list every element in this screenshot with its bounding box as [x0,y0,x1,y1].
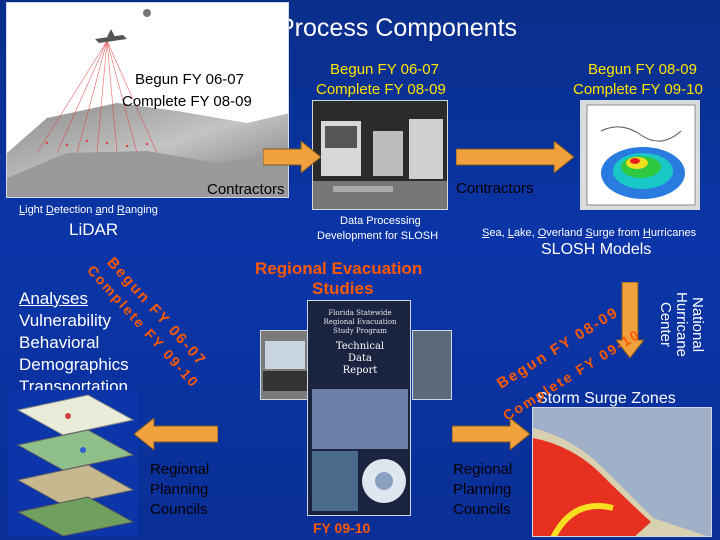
rpc-left-line3: Councils [150,501,208,518]
lidar-complete-label: Complete FY 08-09 [122,93,252,110]
report-line6: Report [342,365,378,376]
lidar-image [6,2,289,198]
slosh-complete-label: Complete FY 09-10 [573,81,703,98]
nhc-line2: Hurricane [673,292,690,358]
slosh-contractors-label: Contractors [456,180,534,197]
arrow-right-from-rpc [452,418,530,450]
analyses-item: Behavioral [19,333,100,352]
arrow-slosh-down [616,282,644,358]
slosh-image [580,100,700,210]
lidar-terrain-illustration [7,9,288,197]
analyses-item: Analyses [19,289,88,308]
slosh-name: SLOSH Models [541,241,652,258]
lidar-full-name: Light Detection and Ranging [19,204,158,216]
dp-complete-label: Complete FY 08-09 [316,81,446,98]
evac-title-line1: Regional Evacuation [255,259,423,278]
nhc-line1: National [689,297,706,353]
meeting-photo [412,330,452,400]
slosh-full-name: Sea, Lake, Overland Surge from Hurricane… [482,227,697,239]
slosh-begun-label: Begun FY 08-09 [588,61,697,78]
rpc-right-line2: Planning [453,481,512,498]
rpc-left-line2: Planning [150,481,209,498]
report-line4: Technical [335,341,385,352]
arrow-left-to-rpc [134,418,218,450]
storm-surge-map [532,407,712,537]
arrow-dp-to-slosh [456,141,574,173]
analyses-item: Demographics [19,355,129,374]
rpc-right: Regional Planning Councils [453,460,512,520]
surge-label: Storm Surge Zones [537,390,676,407]
dp-begun-label: Begun FY 06-07 [330,61,439,78]
report-line5: Data [348,353,372,364]
lidar-begun-label: Begun FY 06-07 [135,71,244,88]
report-line1: Florida Statewide [328,309,392,317]
dp-caption-line1: Data Processing [340,215,421,227]
analyses-item: Vulnerability [19,311,111,330]
rpc-left-line1: Regional [150,461,210,478]
nhc-line3: Center [657,302,674,348]
technical-data-report-cover: Florida Statewide Regional Evacuation St… [307,300,411,516]
dp-caption-line2: Development for SLOSH [317,230,439,242]
rpc-right-line1: Regional [453,461,513,478]
arrow-lidar-to-dp [263,141,321,173]
report-line3: Study Program [333,327,387,335]
lidar-name: LiDAR [69,220,119,239]
rpc-right-line3: Councils [453,501,511,518]
evac-fy-label: FY 09-10 [313,520,371,536]
report-line2: Regional Evacuation [323,318,397,326]
gis-layers-image [8,390,138,536]
laptop-photo [260,330,308,400]
lidar-contractors-label: Contractors [207,181,285,198]
evac-title-line2: Studies [312,279,374,298]
nhc-label: National Hurricane Center [651,270,711,380]
data-processing-image [312,100,448,210]
rpc-left: Regional Planning Councils [150,460,209,520]
